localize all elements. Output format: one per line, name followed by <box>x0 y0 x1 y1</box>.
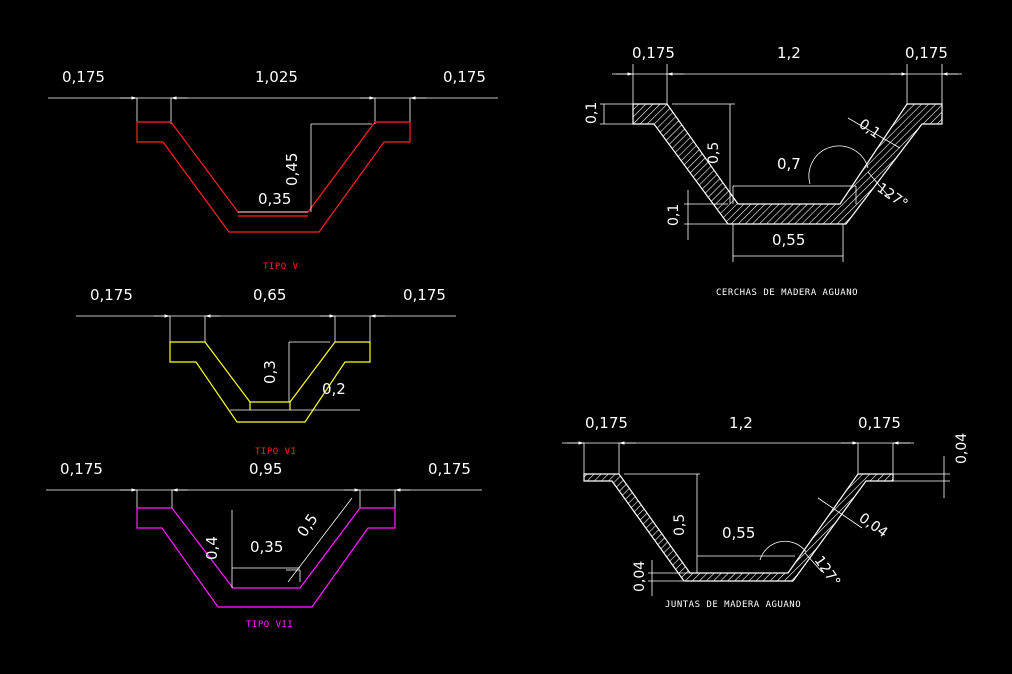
tipo-vi-dim-top: 0,65 <box>253 286 286 304</box>
tipo-vi-dim-right: 0,175 <box>403 286 446 304</box>
juntas-dim-inner: 0,55 <box>722 524 755 542</box>
tipo-vii-dim-right: 0,175 <box>428 460 471 478</box>
cerchas-dim-angle: 127° <box>874 180 911 212</box>
cerchas-dim-top: 1,2 <box>777 44 801 62</box>
juntas-dim-left: 0,175 <box>585 414 628 432</box>
tipo-vi-caption: TIPO VI <box>255 447 296 457</box>
juntas-dim-height: 0,5 <box>672 514 688 536</box>
cerchas-dim-inner: 0,7 <box>777 155 801 173</box>
tipo-vii-dim-left: 0,175 <box>60 460 103 478</box>
tipo-v-dim-top: 1,025 <box>255 68 298 86</box>
tipo-vii-outer <box>136 507 396 608</box>
tipo-v-section: 0,175 1,025 0,175 0,45 0,35 TIPO V <box>48 68 498 272</box>
tipo-vi-dim-thick: 0,2 <box>322 380 346 398</box>
cerchas-dim-height: 0,5 <box>706 142 722 164</box>
tipo-v-dim-bottom: 0,35 <box>258 190 291 208</box>
tipo-v-caption: TIPO V <box>263 262 299 272</box>
tipo-vii-dim-slope: 0,5 <box>293 510 321 540</box>
juntas-dim-angle: 127° <box>811 553 843 590</box>
tipo-v-dim-height: 0,45 <box>283 153 301 186</box>
tipo-vi-dim-left: 0,175 <box>90 286 133 304</box>
juntas-dim-top: 1,2 <box>729 414 753 432</box>
juntas-dim-top-thick: 0,04 <box>954 433 970 464</box>
cerchas-dim-bottom-thick: 0,1 <box>666 204 682 226</box>
tipo-v-dim-right: 0,175 <box>443 68 486 86</box>
tipo-vii-caption: TIPO VII <box>246 620 293 630</box>
tipo-vi-section: 0,175 0,65 0,175 0,3 0,2 TIPO VI <box>76 286 456 457</box>
cerchas-dim-left: 0,175 <box>632 44 675 62</box>
tipo-vii-dim-height: 0,4 <box>203 536 221 560</box>
cerchas-caption: CERCHAS DE MADERA AGUANO <box>716 288 858 298</box>
tipo-vii-dim-bottom: 0,35 <box>250 538 283 556</box>
tipo-vi-dim-height: 0,3 <box>261 360 279 384</box>
cerchas-dim-right: 0,175 <box>905 44 948 62</box>
cerchas-dim-slope-thick: 0,1 <box>856 116 883 142</box>
cerchas-dim-top-thick: 0,1 <box>584 102 600 124</box>
juntas-caption: JUNTAS DE MADERA AGUANO <box>665 600 801 610</box>
cerchas-section: 0,175 1,2 0,175 0,1 0,5 0,7 0,1 127° 0,1… <box>584 44 962 298</box>
cerchas-dim-bottom: 0,55 <box>772 231 805 249</box>
tipo-vii-section: 0,175 0,95 0,175 0,4 0,35 0,5 TIPO VII <box>46 460 482 630</box>
juntas-dim-right: 0,175 <box>858 414 901 432</box>
cerchas-body <box>632 103 943 225</box>
tipo-v-dim-left: 0,175 <box>62 68 105 86</box>
tipo-vii-dim-top: 0,95 <box>249 460 282 478</box>
juntas-dim-bottom-thick: 0,04 <box>632 561 648 592</box>
juntas-section: 0,175 1,2 0,175 0,04 0,5 0,55 0,04 127° … <box>562 414 970 610</box>
juntas-dim-slope-thick: 0,04 <box>856 510 891 541</box>
